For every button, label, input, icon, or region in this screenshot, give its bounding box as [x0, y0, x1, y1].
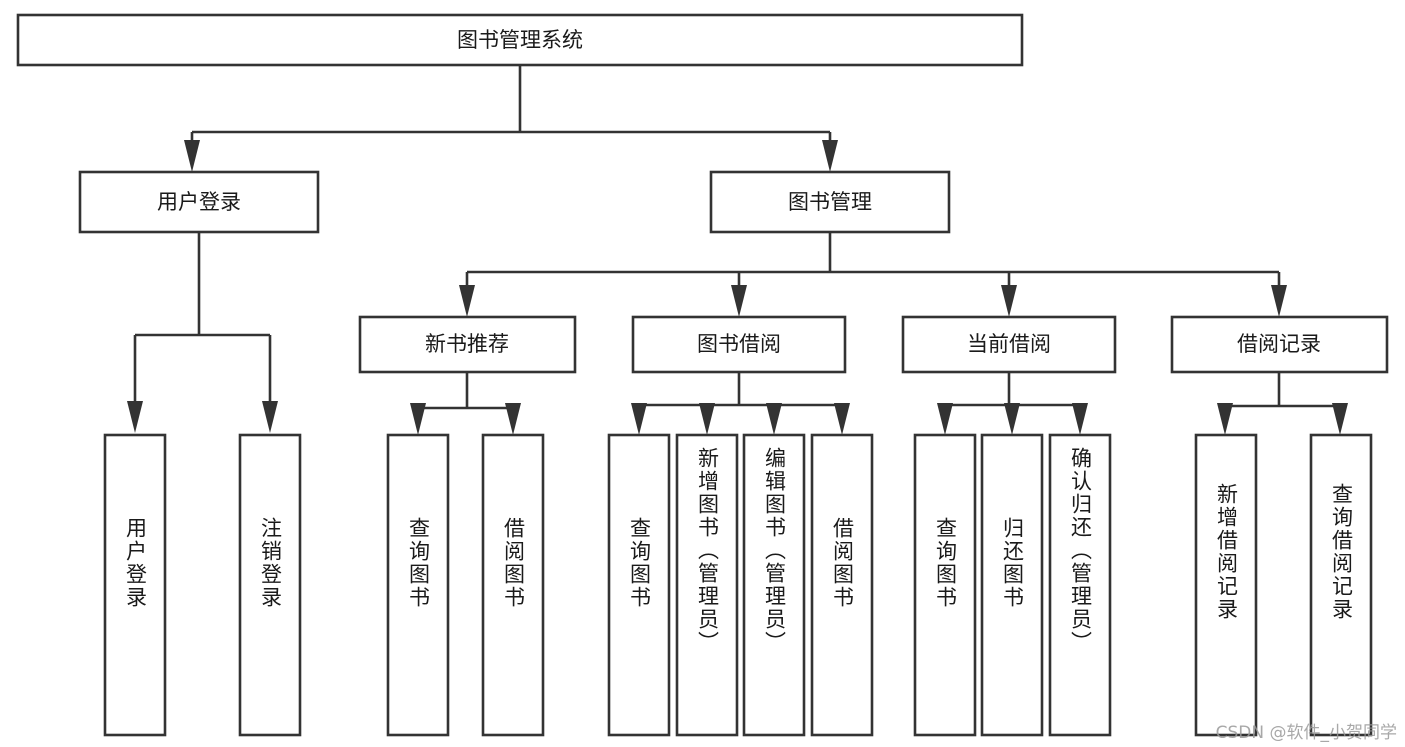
leaf-box-query-borrow-record[interactable] [1309, 433, 1373, 737]
node-root-label: 图书管理系统 [457, 28, 583, 52]
node-book-management-label: 图书管理 [788, 190, 872, 214]
arrow-bookborrow-leaf1 [631, 403, 647, 435]
arrow-userlogin-leaf1 [127, 401, 143, 433]
node-book-management[interactable] [709, 170, 951, 234]
arrow-bookborrow-leaf4 [834, 403, 850, 435]
leaf-box-confirm-return-admin[interactable] [1048, 433, 1112, 737]
arrow-userlogin-leaf2 [262, 401, 278, 433]
node-borrow-record[interactable] [1170, 315, 1389, 374]
arrow-bookmgmt-to-newbook [459, 285, 475, 317]
node-new-book-recommend-label: 新书推荐 [425, 332, 509, 356]
arrow-newbook-leaf1 [410, 403, 426, 435]
leaf-box-borrow-book-rec[interactable] [481, 433, 545, 737]
leaf-box-borrow-book[interactable] [810, 433, 874, 737]
leaf-box-user-login[interactable] [103, 433, 167, 737]
arrow-bookborrow-leaf3 [766, 403, 782, 435]
node-current-borrow[interactable] [901, 315, 1117, 374]
node-current-borrow-label: 当前借阅 [967, 332, 1051, 356]
arrow-bookmgmt-to-record [1271, 285, 1287, 317]
leaf-box-query-book-current[interactable] [913, 433, 977, 737]
arrow-bookborrow-leaf2 [699, 403, 715, 435]
node-user-login-label: 用户登录 [157, 190, 241, 214]
arrow-currentborrow-leaf3 [1072, 403, 1088, 435]
arrow-borrowrecord-leaf1 [1217, 403, 1233, 435]
leaf-box-edit-book-admin[interactable] [742, 433, 806, 737]
arrow-borrowrecord-leaf2 [1332, 403, 1348, 435]
node-root[interactable] [16, 13, 1024, 67]
arrow-currentborrow-leaf1 [937, 403, 953, 435]
leaf-box-return-book[interactable] [980, 433, 1044, 737]
arrow-root-to-bookmgmt [822, 140, 838, 172]
arrow-root-to-userlogin [184, 140, 200, 172]
arrow-currentborrow-leaf2 [1004, 403, 1020, 435]
arrow-newbook-leaf2 [505, 403, 521, 435]
leaf-box-add-borrow-record[interactable] [1194, 433, 1258, 737]
leaf-box-query-book-borrow[interactable] [607, 433, 671, 737]
arrow-bookmgmt-to-current [1001, 285, 1017, 317]
arrow-bookmgmt-to-borrow [731, 285, 747, 317]
leaf-box-add-book-admin[interactable] [675, 433, 739, 737]
node-borrow-record-label: 借阅记录 [1237, 332, 1321, 356]
leaf-box-logout[interactable] [238, 433, 302, 737]
node-new-book-recommend[interactable] [358, 315, 577, 374]
node-book-borrow[interactable] [631, 315, 847, 374]
node-book-borrow-label: 图书借阅 [697, 332, 781, 356]
leaf-box-query-book-rec[interactable] [386, 433, 450, 737]
